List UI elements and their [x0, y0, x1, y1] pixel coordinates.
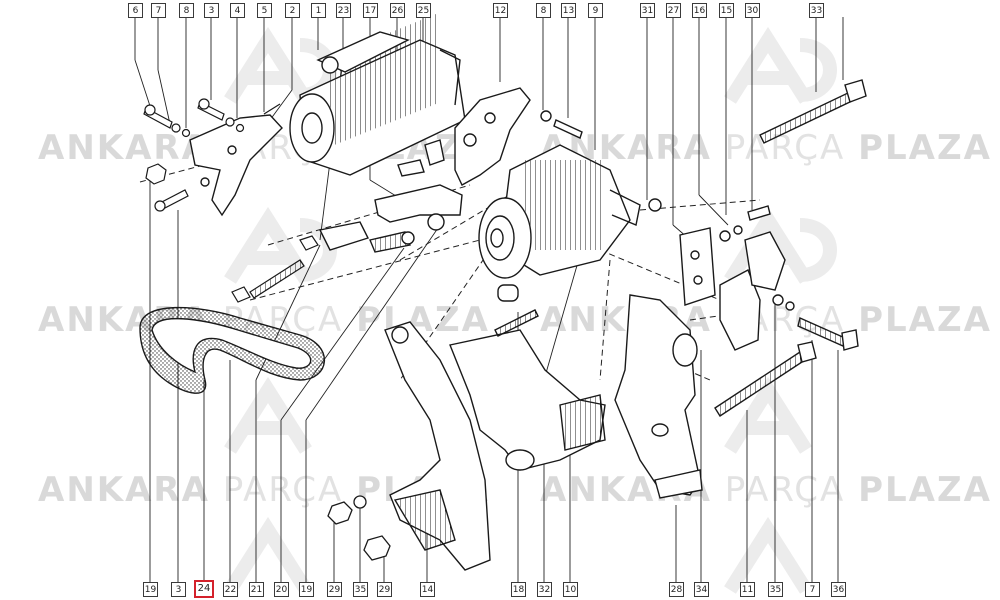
callout-12[interactable]: 12 [493, 3, 508, 18]
callout-26[interactable]: 26 [390, 3, 405, 18]
right-bracket [614, 294, 703, 499]
callout-36[interactable]: 36 [831, 582, 846, 597]
callout-11[interactable]: 11 [740, 582, 755, 597]
watermark-word-parca: PARÇA [222, 470, 344, 510]
callout-31[interactable]: 31 [640, 3, 655, 18]
clamp-bracket [719, 205, 795, 351]
callout-2[interactable]: 2 [285, 3, 300, 18]
starter-bracket [189, 114, 283, 217]
callout-25[interactable]: 25 [416, 3, 431, 18]
watermark-word-ankara: ANKARA [38, 470, 210, 510]
callout-3[interactable]: 3 [204, 3, 219, 18]
callout-15[interactable]: 15 [719, 3, 734, 18]
fasteners-top-left [143, 98, 339, 303]
alternator-upper-bracket [454, 87, 583, 186]
callout-3b[interactable]: 3 [171, 582, 186, 597]
callout-20[interactable]: 20 [274, 582, 289, 597]
callout-5[interactable]: 5 [257, 3, 272, 18]
callout-8b[interactable]: 8 [536, 3, 551, 18]
callout-22[interactable]: 22 [223, 582, 238, 597]
mounting-bracket [449, 284, 606, 471]
lower-bracket [384, 321, 491, 571]
callout-29[interactable]: 29 [327, 582, 342, 597]
alternator [478, 144, 662, 279]
starter-motor [289, 12, 466, 176]
watermark-word-plaza: PLAZA [858, 128, 992, 168]
callout-7b[interactable]: 7 [805, 582, 820, 597]
spacer-block [679, 227, 716, 306]
callout-24-highlighted[interactable]: 24 [194, 580, 214, 598]
callout-35b[interactable]: 35 [768, 582, 783, 597]
callout-4[interactable]: 4 [230, 3, 245, 18]
callout-8[interactable]: 8 [179, 3, 194, 18]
watermark-word-parca: PARÇA [724, 128, 846, 168]
callout-17[interactable]: 17 [363, 3, 378, 18]
callout-1[interactable]: 1 [311, 3, 326, 18]
watermark-word-plaza: PLAZA [858, 470, 992, 510]
nuts-bottom [327, 495, 391, 561]
callout-30[interactable]: 30 [745, 3, 760, 18]
long-bolts [714, 79, 867, 417]
callout-35[interactable]: 35 [353, 582, 368, 597]
callout-21[interactable]: 21 [249, 582, 264, 597]
callout-7[interactable]: 7 [151, 3, 166, 18]
callout-14[interactable]: 14 [420, 582, 435, 597]
watermark-word-plaza: PLAZA [356, 300, 490, 340]
callout-18[interactable]: 18 [511, 582, 526, 597]
callout-10[interactable]: 10 [563, 582, 578, 597]
callout-28[interactable]: 28 [669, 582, 684, 597]
callout-29b[interactable]: 29 [377, 582, 392, 597]
watermark-word-plaza: PLAZA [858, 300, 992, 340]
callout-9[interactable]: 9 [588, 3, 603, 18]
watermark-word-parca: PARÇA [724, 470, 846, 510]
callout-6[interactable]: 6 [128, 3, 143, 18]
callout-33[interactable]: 33 [809, 3, 824, 18]
callout-23[interactable]: 23 [336, 3, 351, 18]
callout-34[interactable]: 34 [694, 582, 709, 597]
watermark-word-ankara: ANKARA [38, 128, 210, 168]
callout-13[interactable]: 13 [561, 3, 576, 18]
callout-19[interactable]: 19 [143, 582, 158, 597]
callout-19b[interactable]: 19 [299, 582, 314, 597]
drive-belt [139, 306, 326, 394]
tensioner-bracket [318, 139, 463, 253]
callout-32[interactable]: 32 [537, 582, 552, 597]
callout-27[interactable]: 27 [666, 3, 681, 18]
callout-16[interactable]: 16 [692, 3, 707, 18]
